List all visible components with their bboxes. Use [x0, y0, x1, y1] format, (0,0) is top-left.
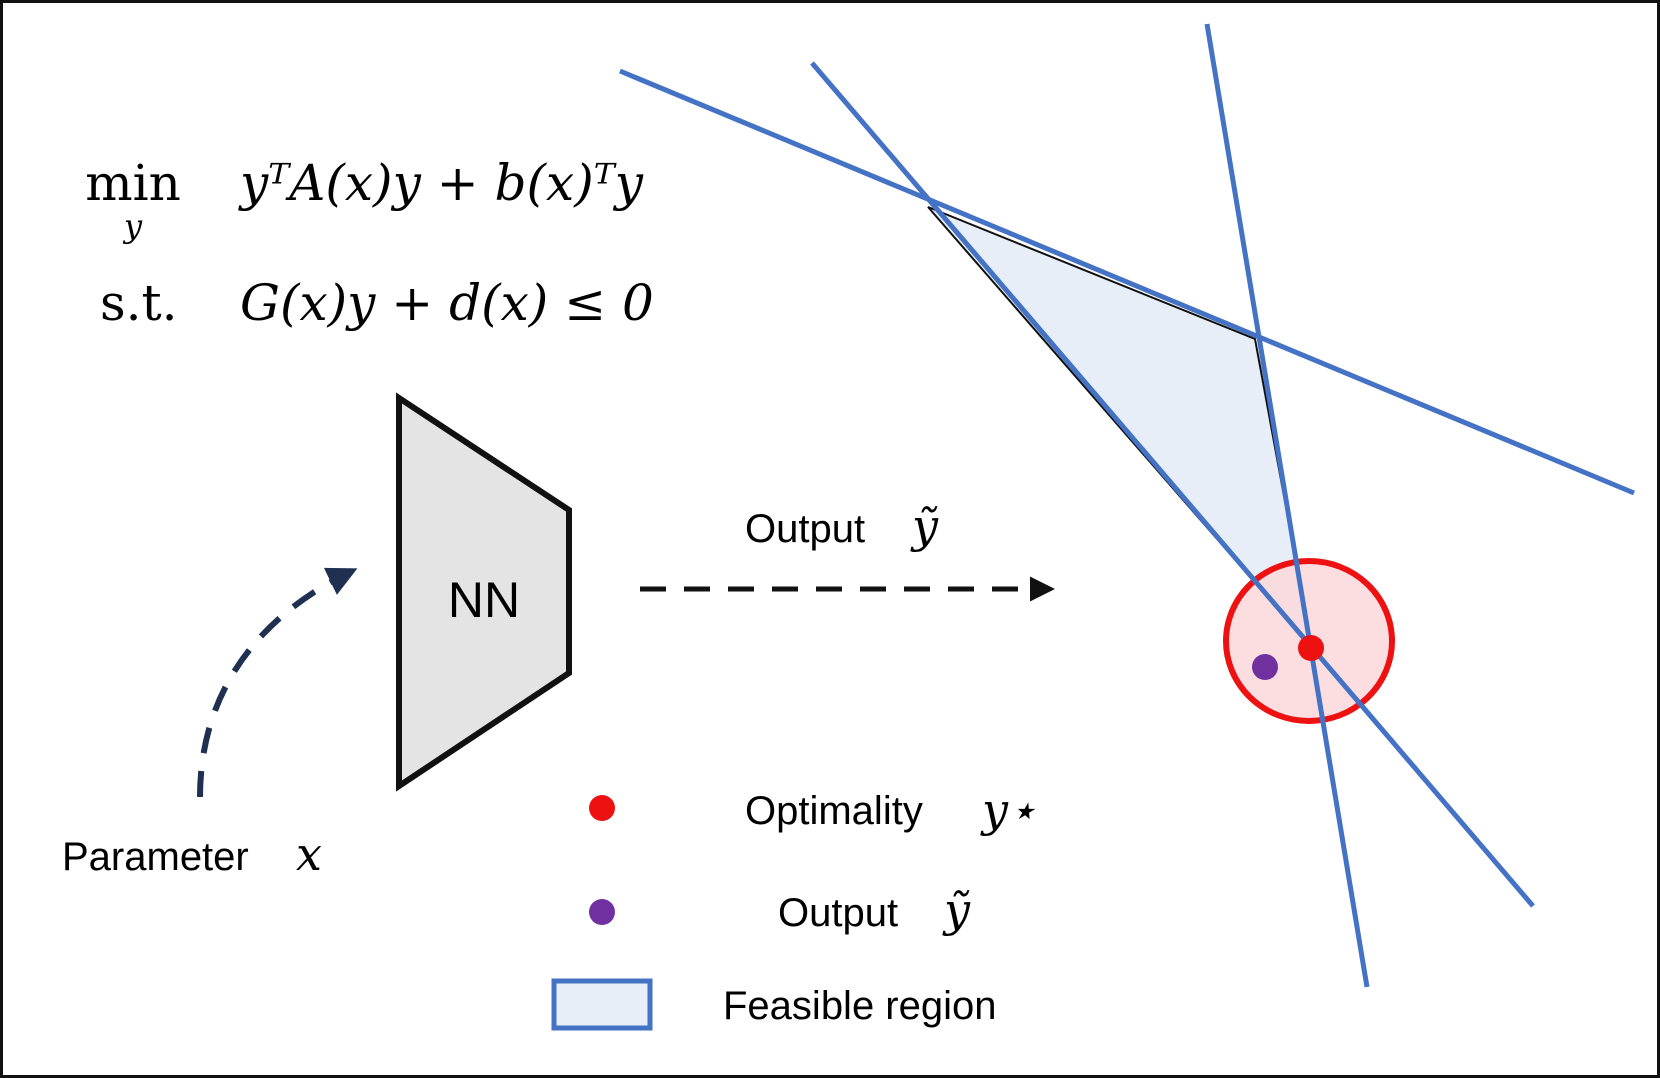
legend-optimality-symbol: y⋆ [980, 783, 1037, 837]
legend-output-symbol: ỹ [942, 883, 971, 937]
legend-feasible-label: Feasible region [723, 984, 997, 1028]
formula-min-variable: y [122, 207, 143, 245]
nn-label: NN [448, 572, 520, 628]
optimal-point [1298, 635, 1324, 661]
output-arrow-label: Output [745, 507, 865, 551]
parameter-symbol: x [296, 827, 322, 881]
constraint-line-1 [619, 68, 1635, 496]
nn-block [396, 392, 572, 792]
formula-objective: yᵀA(x)y + b(x)ᵀy [238, 154, 644, 212]
legend-optimality-marker [589, 795, 615, 821]
input-dashed-arrow [197, 567, 358, 798]
output-arrow-symbol: ỹ [910, 499, 939, 553]
formula-constraint: G(x)y + d(x) ≤ 0 [240, 274, 654, 332]
formula-min-operator: min [85, 154, 181, 212]
legend-feasible-marker [551, 978, 653, 1031]
legend-output-label: Output [778, 891, 898, 935]
legend-optimality-label: Optimality [745, 789, 923, 833]
parameter-label: Parameter [62, 835, 249, 879]
constraint-line-3 [1204, 23, 1370, 988]
output-point [1252, 654, 1278, 680]
formula-st-label: s.t. [100, 274, 178, 332]
legend-output-marker [589, 899, 615, 925]
constraint-line-2 [810, 61, 1535, 908]
